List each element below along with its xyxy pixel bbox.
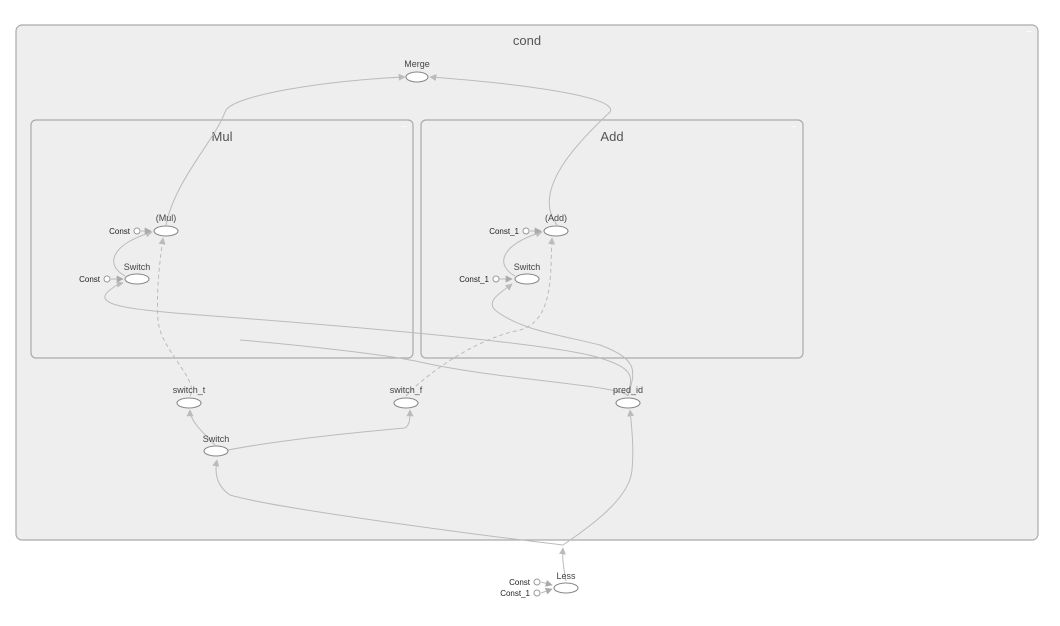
const-mul-b-label: Const bbox=[79, 275, 101, 284]
cond-switch-node-label: Switch bbox=[203, 434, 230, 444]
edge-mul-to-merge bbox=[165, 73, 406, 226]
const-mul-a-shape[interactable] bbox=[133, 227, 141, 235]
edge-less-up bbox=[558, 547, 567, 582]
node-switch-f[interactable]: switch_f bbox=[390, 385, 423, 409]
merge-node-label: Merge bbox=[404, 59, 430, 69]
mul-switch-node-shape[interactable] bbox=[124, 273, 150, 285]
node-switch-t[interactable]: switch_t bbox=[173, 385, 206, 409]
switch-t-node-shape[interactable] bbox=[176, 397, 202, 409]
group-mul-title: Mul bbox=[212, 129, 233, 144]
edge-switch-to-switch-f bbox=[227, 409, 414, 451]
const-mul-b[interactable]: Const bbox=[79, 275, 111, 284]
edge-add-switch-to-add bbox=[503, 230, 543, 277]
mul-op-node-shape[interactable] bbox=[153, 225, 179, 237]
const-add-a-label: Const_1 bbox=[489, 227, 519, 236]
merge-node-shape[interactable] bbox=[405, 71, 429, 83]
edge-less-to-pred-id bbox=[562, 409, 635, 546]
const-add-a-shape[interactable] bbox=[522, 227, 530, 235]
edge-add-to-merge bbox=[429, 73, 611, 226]
const-less-a-label: Const bbox=[509, 578, 531, 587]
group-cond-title: cond bbox=[513, 33, 541, 48]
less-node-label: Less bbox=[556, 571, 576, 581]
const-less-b-shape[interactable] bbox=[533, 589, 541, 597]
less-node-shape[interactable] bbox=[553, 582, 579, 594]
edge-pred-to-add-switch bbox=[491, 283, 634, 397]
pred-id-node-label: pred_id bbox=[613, 385, 643, 395]
node-merge[interactable]: Merge bbox=[404, 59, 430, 83]
const-mul-a[interactable]: Const bbox=[109, 227, 141, 236]
mul-op-node-label: (Mul) bbox=[156, 213, 177, 223]
group-cond-collapse-button[interactable]: − bbox=[1026, 27, 1032, 38]
group-mul-box[interactable] bbox=[30, 119, 414, 359]
edge-pred-to-mul-switch bbox=[104, 280, 632, 397]
const-less-a-shape[interactable] bbox=[533, 578, 541, 586]
node-less[interactable]: Less bbox=[553, 571, 579, 594]
edge-const-to-less bbox=[540, 579, 553, 587]
node-add-op[interactable]: (Add) bbox=[543, 213, 569, 237]
const-add-b-label: Const_1 bbox=[459, 275, 489, 284]
add-switch-node-shape[interactable] bbox=[514, 273, 540, 285]
edge-const1-to-less bbox=[540, 587, 553, 595]
const-mul-b-shape[interactable] bbox=[103, 275, 111, 283]
edge-less-to-switch bbox=[212, 459, 564, 546]
add-switch-node-label: Switch bbox=[514, 262, 541, 272]
switch-t-node-label: switch_t bbox=[173, 385, 206, 395]
edge-mul-switch-to-mul bbox=[113, 230, 153, 277]
group-add-collapse-button[interactable]: − bbox=[791, 122, 797, 133]
switch-f-node-shape[interactable] bbox=[393, 397, 419, 409]
const-less-b[interactable]: Const_1 bbox=[500, 589, 541, 598]
node-pred-id[interactable]: pred_id bbox=[613, 385, 643, 409]
const-add-b-shape[interactable] bbox=[492, 275, 500, 283]
add-op-node-shape[interactable] bbox=[543, 225, 569, 237]
const-add-a[interactable]: Const_1 bbox=[489, 227, 530, 236]
node-mul-switch[interactable]: Switch bbox=[124, 262, 151, 285]
edges bbox=[104, 73, 635, 595]
group-add-title: Add bbox=[600, 129, 623, 144]
const-less-b-label: Const_1 bbox=[500, 589, 530, 598]
edge-pred-across bbox=[239, 339, 629, 397]
cond-switch-node-shape[interactable] bbox=[203, 445, 229, 457]
mul-switch-node-label: Switch bbox=[124, 262, 151, 272]
group-add[interactable]: Add − bbox=[420, 119, 804, 359]
group-mul-collapse-button[interactable]: − bbox=[401, 122, 407, 133]
group-mul[interactable]: Mul − bbox=[30, 119, 414, 359]
const-add-b[interactable]: Const_1 bbox=[459, 275, 500, 284]
edge-switch-t-to-mul bbox=[156, 237, 193, 397]
switch-f-node-label: switch_f bbox=[390, 385, 423, 395]
add-op-node-label: (Add) bbox=[545, 213, 567, 223]
edge-switch-f-to-add bbox=[405, 237, 556, 397]
edge-switch-to-switch-t bbox=[186, 409, 216, 446]
node-mul-op[interactable]: (Mul) bbox=[153, 213, 179, 237]
node-add-switch[interactable]: Switch bbox=[514, 262, 541, 285]
group-add-box[interactable] bbox=[420, 119, 804, 359]
const-mul-a-label: Const bbox=[109, 227, 131, 236]
const-less-a[interactable]: Const bbox=[509, 578, 541, 587]
node-cond-switch[interactable]: Switch bbox=[203, 434, 230, 457]
pred-id-node-shape[interactable] bbox=[615, 397, 641, 409]
